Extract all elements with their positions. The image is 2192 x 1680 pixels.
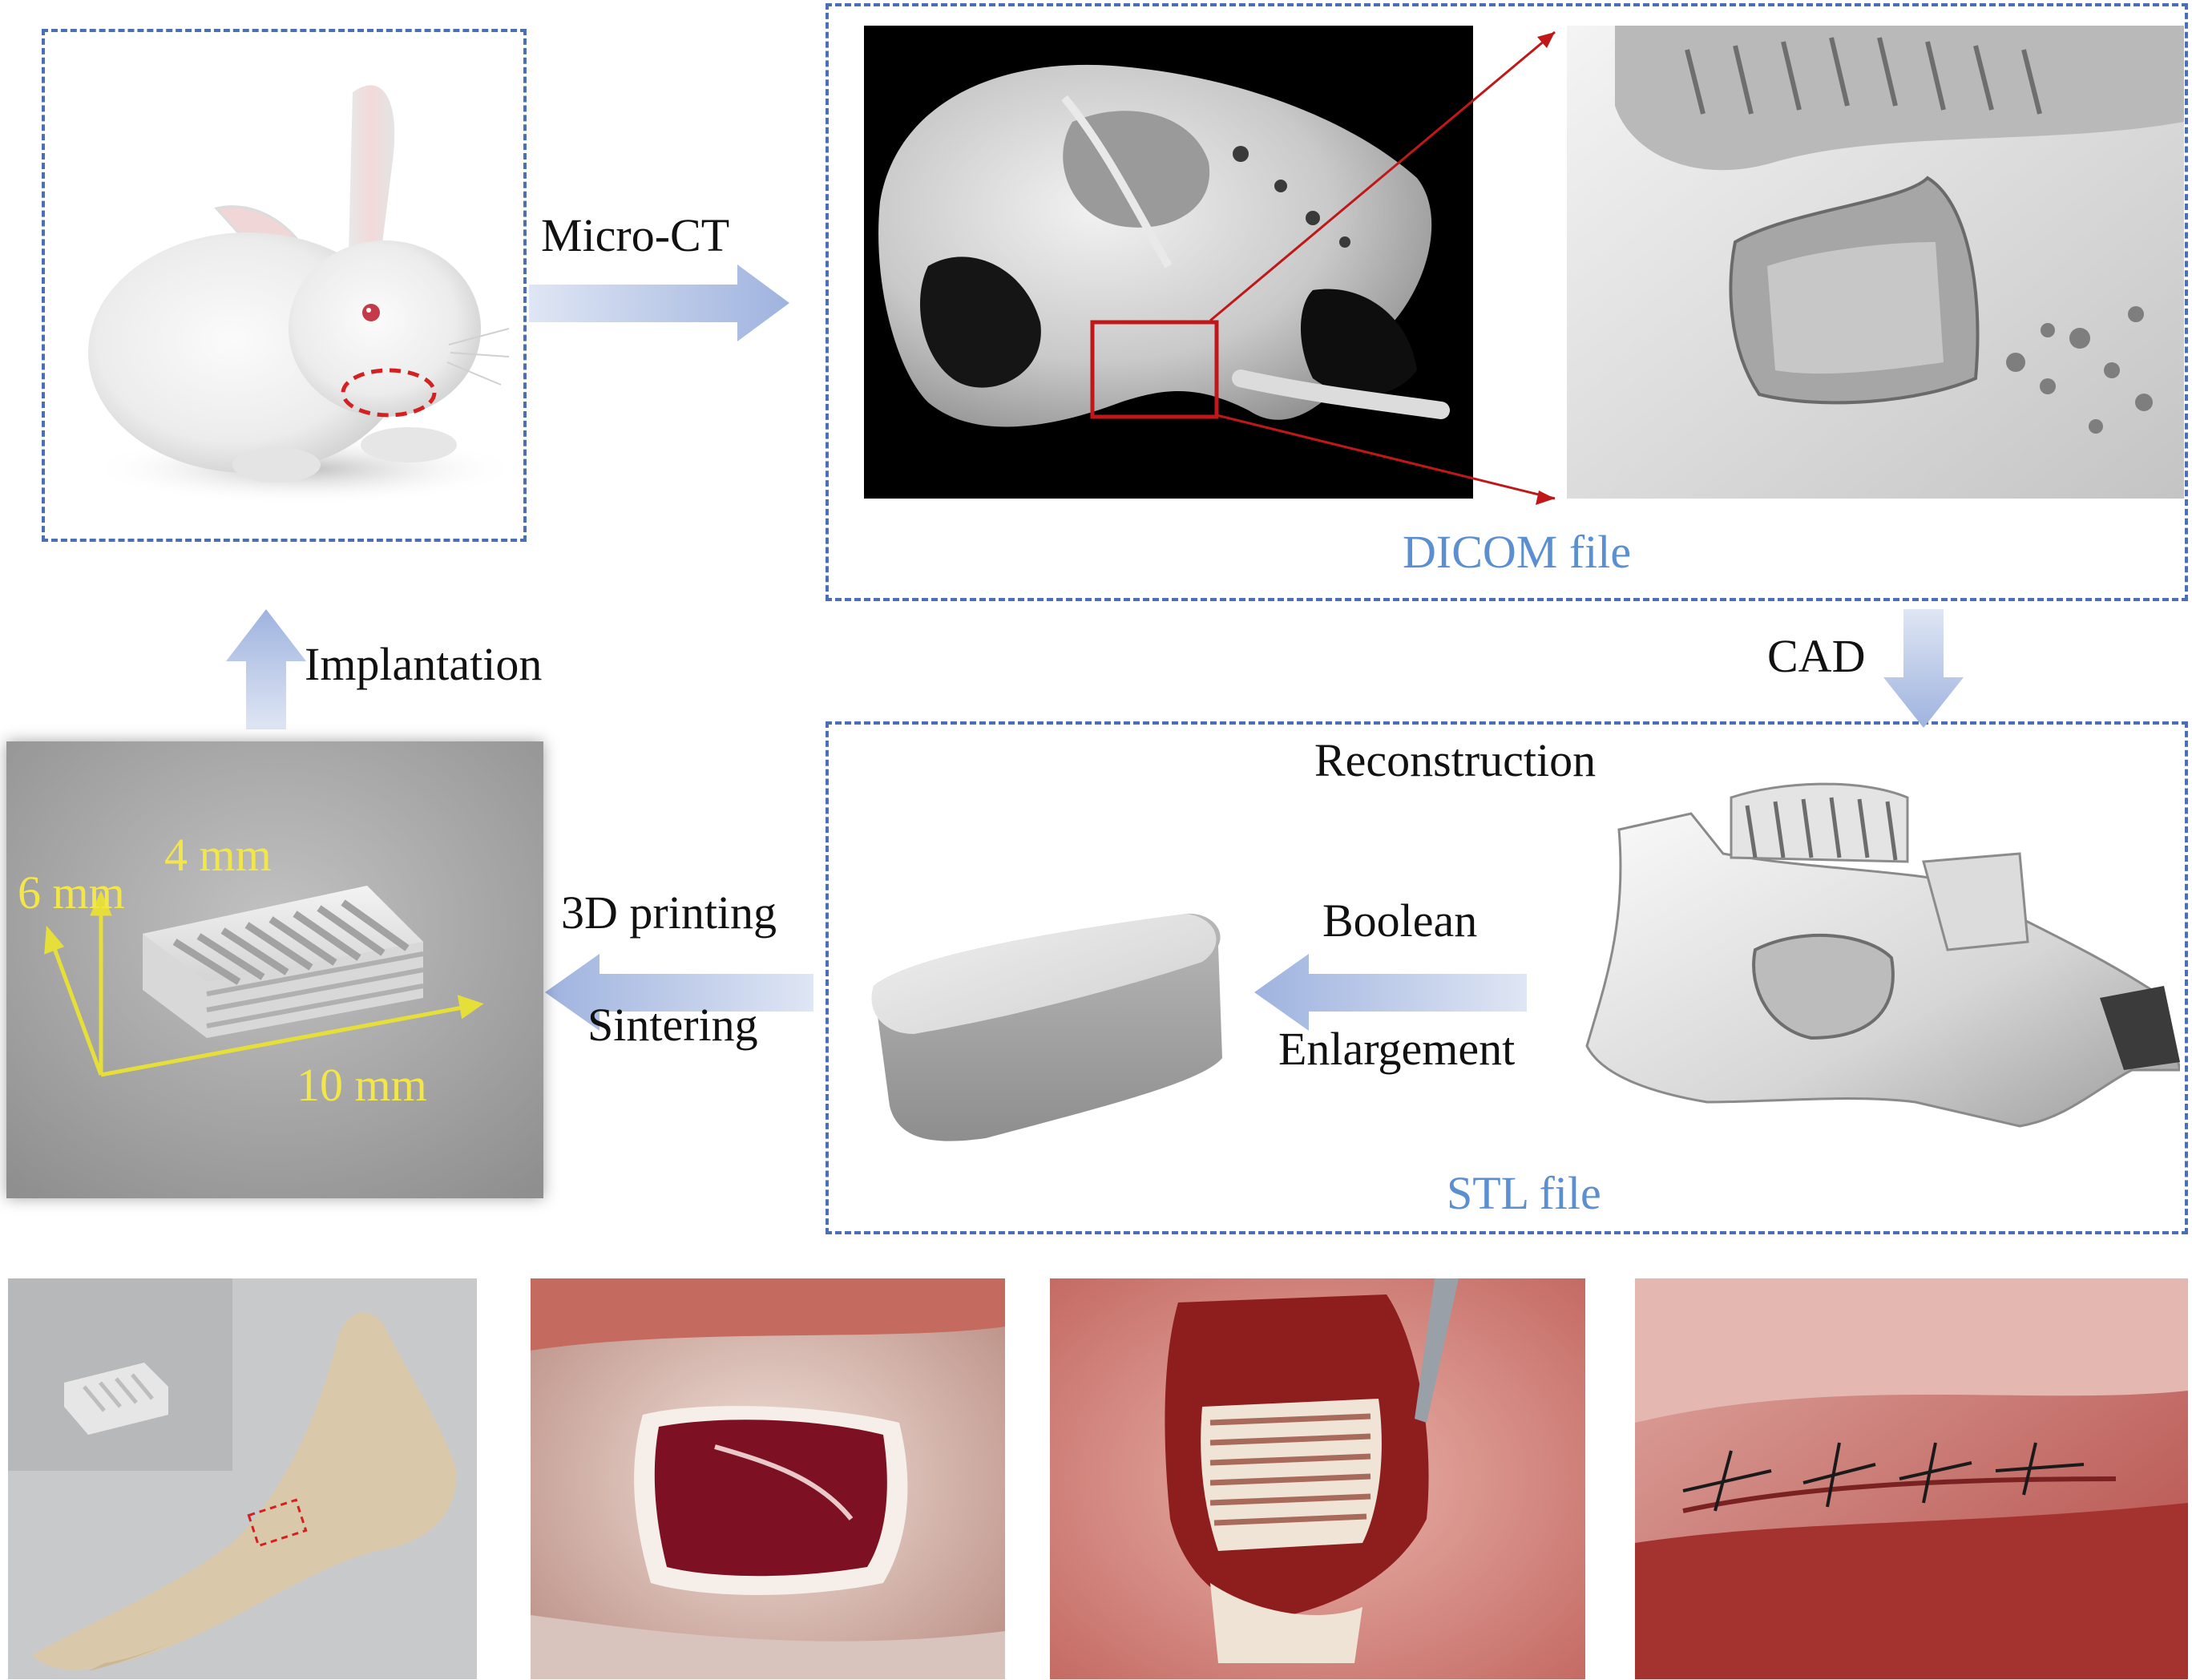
depth-dimension-label: 6 mm [18,866,125,919]
stl-frame [826,721,2188,1234]
stl-mandible-model [1571,781,2180,1158]
reconstruction-label: Reconstruction [1314,734,1597,786]
enlargement-label: Enlargement [1278,1023,1516,1075]
implantation-arrow [226,609,306,729]
cad-arrow [1883,609,1964,728]
length-dimension-label: 10 mm [297,1059,427,1111]
printing-label: 3D printing [561,886,777,939]
dicom-file-label: DICOM file [1403,526,1632,578]
stl-block-model [866,898,1234,1162]
rabbit-photo [64,48,513,521]
height-dimension-label: 4 mm [164,829,272,881]
boolean-label: Boolean [1322,895,1478,947]
sintering-label: Sintering [587,999,758,1051]
dicom-frame [826,3,2188,601]
cad-label: CAD [1767,630,1866,682]
printed-scaffold-photo [6,741,543,1198]
magnified-defect-image [1567,26,2184,499]
sutured-wound-photo [1635,1278,2188,1679]
scaffold-implanted-photo [1050,1278,1585,1679]
rabbit-frame [42,29,527,542]
micro-ct-skull-image [864,26,1473,499]
boolean-arrow [1254,954,1527,1031]
surgical-defect-photo [531,1278,1005,1679]
roi-highlight-box [1090,320,1219,419]
micro-ct-label: Micro-CT [541,209,730,261]
printing-arrow [545,954,813,1031]
stl-file-label: STL file [1447,1167,1601,1219]
micro-ct-arrow [529,265,789,341]
implantation-label: Implantation [305,638,543,690]
mandible-with-scaffold-photo [8,1278,477,1679]
